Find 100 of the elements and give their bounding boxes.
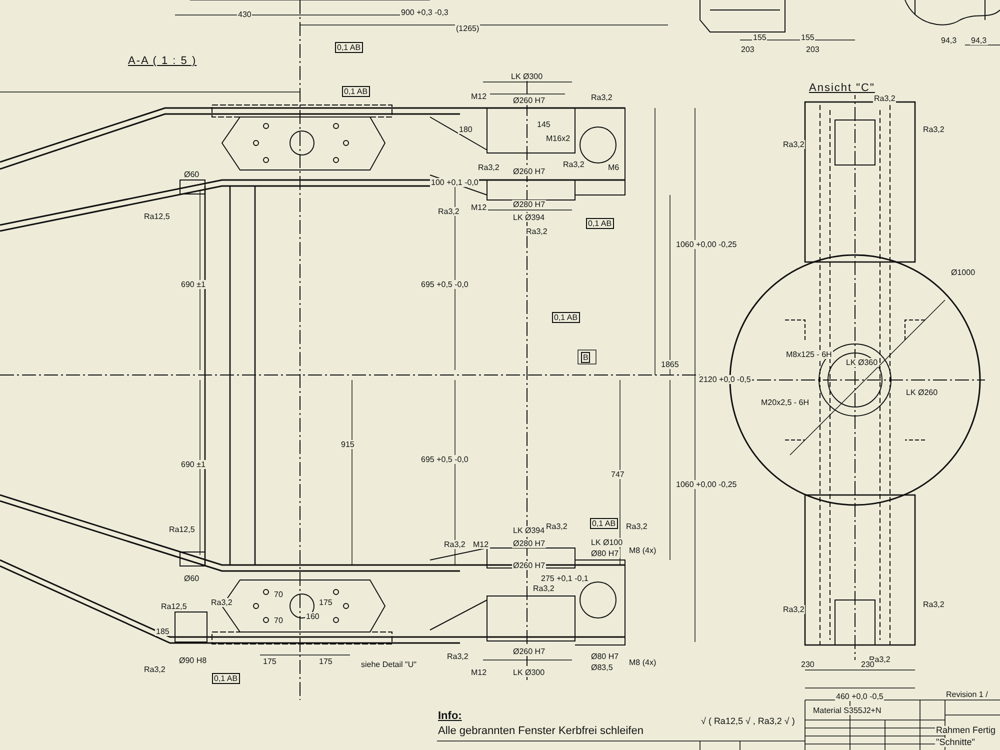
dimension-label: 70 [273, 590, 284, 599]
dimension-label: M12 [470, 203, 488, 212]
dimension-label: 175 [318, 657, 334, 666]
dimension-label: 747 [610, 470, 626, 479]
roughness-label: Ra12,5 [168, 525, 196, 534]
dimension-label: Ø280 H7 [512, 539, 546, 548]
dimension-label: LK Ø394 [512, 526, 546, 535]
note-heading: Info: [437, 710, 463, 723]
dimension-label: M8 (4x) [628, 546, 658, 555]
dimension-label: 230 [860, 660, 876, 669]
dimension-label: LK Ø100 [590, 538, 624, 547]
dimension-label: 430 [237, 10, 252, 19]
dimension-label: M8 (4x) [628, 658, 658, 667]
dimension-label: 230 [800, 660, 816, 669]
dimension-label: 203 [805, 45, 820, 54]
material-label: Material S355J2+N [812, 706, 882, 715]
tolerance-frame: 0,1 AB [335, 42, 363, 53]
tolerance-frame: 0,1 AB [586, 218, 614, 229]
roughness-label: Ra3,2 [477, 163, 500, 172]
roughness-label: Ra3,2 [782, 140, 806, 149]
dimension-label: Ø90 H8 [178, 656, 208, 665]
dimension-label: 1865 [660, 360, 680, 369]
dimension-label: 175 [262, 657, 278, 666]
dimension-label: 460 +0,0 -0,5 [835, 692, 884, 701]
roughness-label: Ra12,5 [143, 212, 171, 221]
roughness-label: Ra12,5 [160, 602, 188, 611]
dimension-label: 145 [536, 120, 552, 129]
datum-label: B [581, 352, 590, 363]
roughness-label: Ra3,2 [873, 94, 896, 103]
dimension-label: LK Ø300 [512, 668, 546, 677]
tolerance-frame: 0,1 AB [552, 312, 580, 323]
dimension-label: LK Ø394 [512, 213, 546, 222]
roughness-label: Ra3,2 [143, 665, 166, 674]
dimension-label: 900 +0,3 -0,3 [400, 8, 450, 17]
dimension-label: 94,3 [970, 36, 988, 45]
note-text: Alle gebrannten Fenster Kerbfrei schleifen [437, 725, 644, 738]
view-title: A-A ( 1 : 5 ) [127, 55, 198, 68]
dimension-label: Ø260 H7 [512, 167, 546, 176]
roughness-label: Ra3,2 [590, 93, 614, 102]
dimension-label: 203 [740, 45, 756, 54]
roughness-label: Ra3,2 [446, 652, 470, 661]
dimension-label: M12 [470, 92, 488, 101]
roughness-label: Ra3,2 [532, 584, 556, 593]
dimension-label: M16x2 [545, 134, 572, 143]
view-title: Ansicht "C" [808, 82, 876, 95]
dimension-label: 1060 +0,00 -0,25 [675, 240, 738, 249]
roughness-label: Ra3,2 [782, 605, 806, 614]
roughness-label: Ra3,2 [437, 207, 460, 216]
dimension-label: 275 +0,1 -0,1 [540, 574, 590, 583]
roughness-label: Ra3,2 [922, 600, 946, 609]
dimension-label: 175 [318, 598, 334, 607]
dimension-label: M20x2,5 - 6H [760, 398, 810, 407]
dimension-label: LK Ø260 [905, 388, 939, 397]
dimension-label: 160 [305, 612, 320, 621]
drawing-title: Rahmen Fertig [935, 726, 997, 735]
dimension-label: M12 [472, 540, 490, 549]
drawing-subtitle: "Schnitte" [935, 738, 976, 747]
roughness-label: Ra3,2 [210, 598, 234, 607]
dimension-label: 2120 +0,0 -0,5 [698, 375, 752, 384]
roughness-label: Ra3,2 [625, 522, 648, 531]
dimension-label: 94,3 [940, 36, 958, 45]
dimension-label: Ø260 H7 [512, 647, 546, 656]
dimension-label: 100 +0,1 -0,0 [430, 178, 480, 187]
tolerance-frame: 0,1 AB [212, 673, 240, 684]
dimension-label: (1265) [455, 24, 480, 33]
dimension-label: M8x125 - 6H [785, 350, 833, 359]
roughness-label: Ra3,2 [545, 522, 568, 531]
dimension-label: Ø260 H7 [512, 561, 546, 570]
dimension-label: 915 [340, 440, 356, 449]
dimension-label: LK Ø360 [845, 358, 879, 367]
dimension-label: Ø80 H7 [590, 652, 620, 661]
dimension-label: Ø1000 [950, 268, 976, 277]
dimension-label: LK Ø300 [510, 72, 544, 81]
tolerance-frame: 0,1 AB [590, 518, 618, 529]
dimension-label: Ø60 [183, 574, 200, 583]
dimension-label: 1060 +0,00 -0,25 [675, 480, 738, 489]
surface-finish-note: √ ( Ra12,5 √ , Ra3,2 √ ) [700, 717, 796, 726]
dimension-label: 70 [273, 616, 284, 625]
tolerance-frame: 0,1 AB [342, 86, 370, 97]
dimension-label: 695 +0,5 -0,0 [420, 455, 470, 464]
roughness-label: Ra3,2 [443, 540, 466, 549]
revision-label: Revision 1 / [945, 690, 989, 699]
roughness-label: M6 [607, 163, 620, 172]
dimension-label: Ø280 H7 [512, 200, 546, 209]
dimension-label: M12 [470, 668, 488, 677]
dimension-label: Ø83,5 [590, 663, 614, 672]
dimension-label: 155 [800, 33, 816, 42]
dimension-label: 155 [752, 33, 768, 42]
dimension-label: 695 +0,5 -0,0 [420, 280, 470, 289]
detail-reference: siehe Detail "U" [360, 660, 418, 669]
dimension-label: Ø60 [183, 170, 200, 179]
dimension-label: Ra3,2 [562, 160, 586, 169]
roughness-label: Ra3,2 [922, 125, 946, 134]
dimension-label: Ø80 H7 [590, 549, 620, 558]
dimension-label: Ø260 H7 [512, 96, 546, 105]
dimension-label: 690 ±1 [180, 280, 206, 289]
dimension-label: 690 ±1 [180, 460, 206, 469]
roughness-label: Ra3,2 [525, 227, 548, 236]
dimension-label: 185 [155, 627, 170, 636]
dimension-label: 180 [458, 125, 474, 134]
